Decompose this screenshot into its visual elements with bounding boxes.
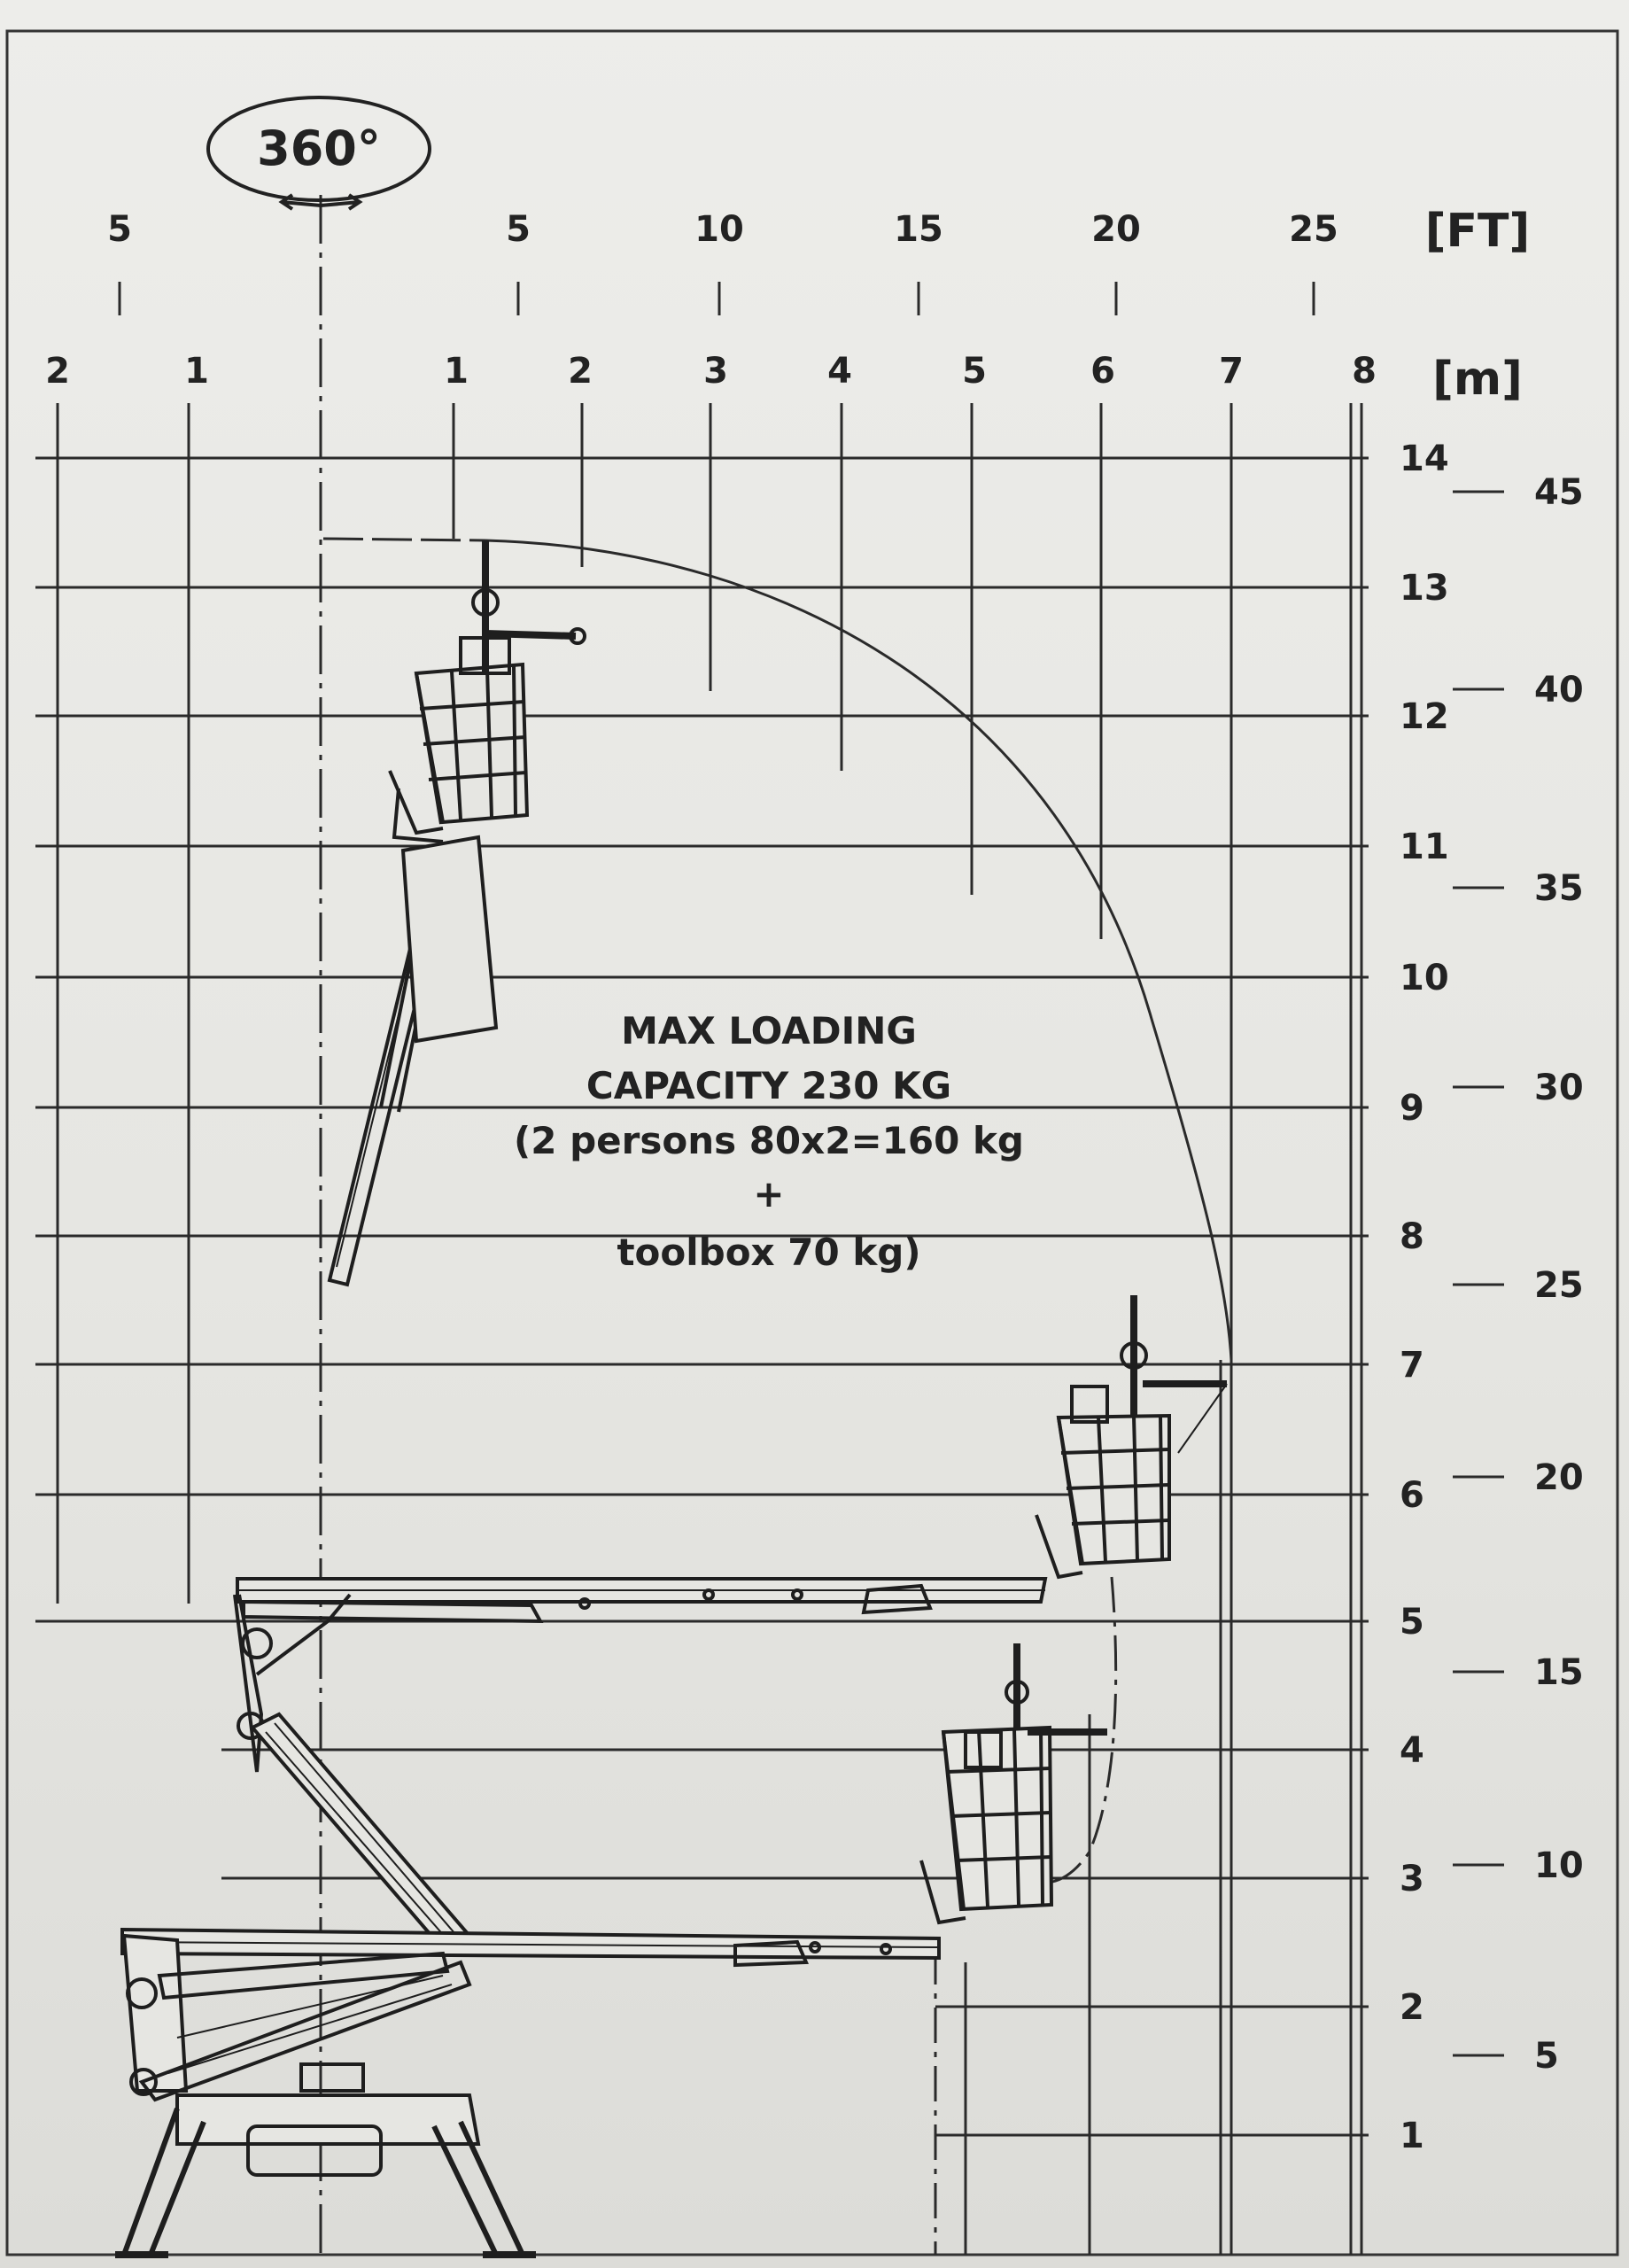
reach-envelope xyxy=(322,537,1233,1884)
ft-height-tick-45: 45 xyxy=(1534,472,1584,513)
ft-height-tick-35: 35 xyxy=(1534,868,1584,909)
m-height-tick-10: 10 xyxy=(1400,958,1449,998)
m-height-tick-2: 2 xyxy=(1400,1987,1424,2028)
frame-border xyxy=(5,29,1619,2256)
m-height-tick-5: 5 xyxy=(1400,1602,1424,1643)
capacity-line-3: (2 persons 80x2=160 kg xyxy=(514,1119,1024,1162)
rotation-arrows-icon xyxy=(278,193,363,211)
capacity-line-4: + xyxy=(753,1172,784,1216)
m-height-tick-8: 8 xyxy=(1400,1216,1424,1257)
m-height-tick-14: 14 xyxy=(1400,439,1449,479)
ft-height-tick-20: 20 xyxy=(1534,1457,1584,1498)
m-top-tick-8: 7 xyxy=(1219,351,1244,392)
feet-unit-label: [FT] xyxy=(1425,205,1531,258)
m-top-tick-7: 6 xyxy=(1090,351,1115,392)
upper-basket xyxy=(388,540,586,843)
base-machine-illustration xyxy=(115,1643,1107,2258)
chassis xyxy=(175,2093,481,2146)
lower-reach-curve xyxy=(1044,1576,1118,1884)
outer-reach-curve xyxy=(485,539,1233,1361)
m-top-tick-6: 5 xyxy=(962,351,987,392)
capacity-line-1: MAX LOADING xyxy=(621,1009,917,1052)
m-height-tick-11: 11 xyxy=(1400,827,1449,867)
m-height-tick-7: 7 xyxy=(1400,1345,1424,1386)
ft-height-tick-40: 40 xyxy=(1534,670,1584,711)
capacity-line-2: CAPACITY 230 KG xyxy=(586,1064,951,1107)
rotation-axis xyxy=(319,195,937,2255)
m-top-tick-1: 1 xyxy=(184,351,209,392)
capacity-line-5: toolbox 70 kg) xyxy=(617,1231,920,1274)
raised-boom-illustration xyxy=(327,540,586,1287)
ft-top-tick-5: 25 xyxy=(1289,209,1338,250)
ft-top-tick-3: 15 xyxy=(894,209,943,250)
ft-top-tick-4: 20 xyxy=(1091,209,1141,250)
top-reach-line xyxy=(322,537,486,542)
m-top-tick-3: 2 xyxy=(568,351,593,392)
ft-height-tick-30: 30 xyxy=(1534,1068,1584,1108)
m-top-tick-5: 4 xyxy=(827,351,852,392)
capacity-note: MAX LOADING CAPACITY 230 KG (2 persons 8… xyxy=(514,1009,1024,1274)
m-height-tick-3: 3 xyxy=(1400,1859,1424,1899)
ft-top-tick-2: 10 xyxy=(694,209,744,250)
ft-height-tick-25: 25 xyxy=(1534,1265,1584,1306)
side-basket xyxy=(1035,1295,1228,1580)
m-top-tick-4: 3 xyxy=(703,351,728,392)
ft-height-tick-10: 10 xyxy=(1534,1845,1584,1886)
m-height-tick-12: 12 xyxy=(1400,696,1449,737)
ft-height-tick-15: 15 xyxy=(1534,1652,1584,1693)
m-height-tick-13: 13 xyxy=(1400,568,1449,609)
m-height-tick-9: 9 xyxy=(1400,1088,1424,1129)
ft-height-tick-5: 5 xyxy=(1534,2036,1559,2077)
lower-basket xyxy=(919,1643,1107,1925)
m-height-tick-1: 1 xyxy=(1400,2116,1424,2156)
rotation-label: 360° xyxy=(257,120,381,176)
m-height-tick-4: 4 xyxy=(1400,1730,1424,1771)
m-height-tick-6: 6 xyxy=(1400,1475,1424,1516)
meter-unit-label: [m] xyxy=(1432,353,1523,406)
m-top-tick-9: 8 xyxy=(1352,351,1377,392)
ft-top-tick-1: 5 xyxy=(506,209,531,250)
rotation-badge: 360° xyxy=(206,96,431,211)
m-top-tick-0: 2 xyxy=(45,351,70,392)
horizontal-boom-illustration xyxy=(233,1295,1228,1952)
m-top-tick-2: 1 xyxy=(444,351,469,392)
ft-top-tick-0: 5 xyxy=(107,209,132,250)
outrigger-legs xyxy=(121,2107,525,2256)
